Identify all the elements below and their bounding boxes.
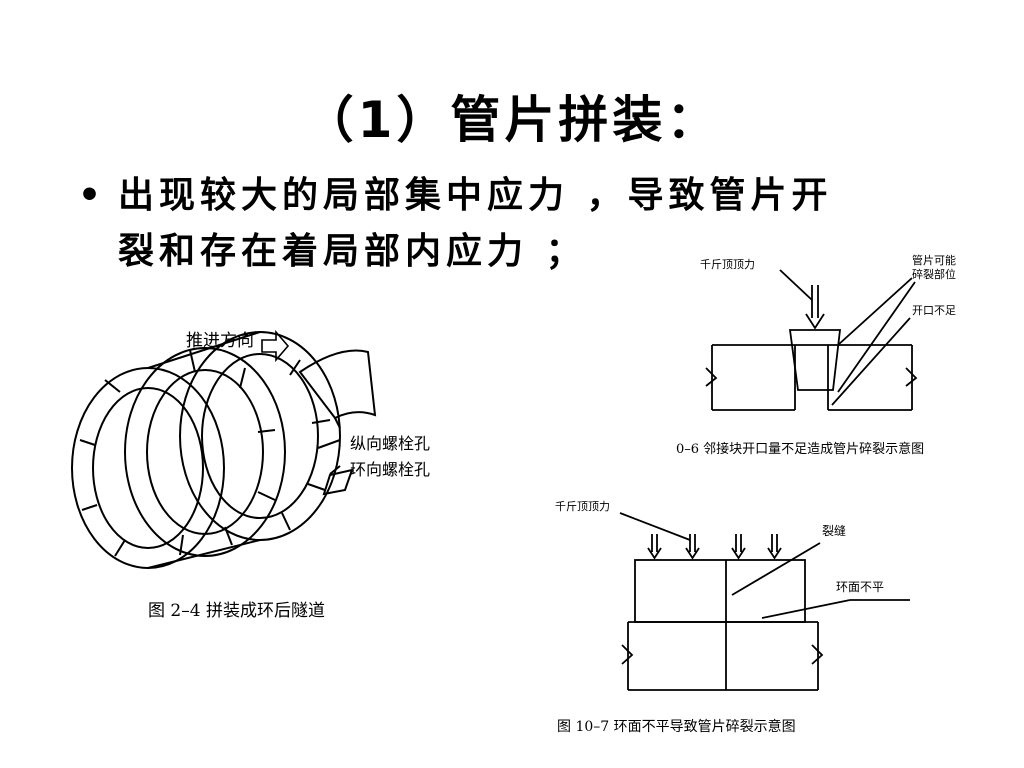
label-crack: 裂缝 [822,524,847,538]
uneven-face-drawing [619,512,910,691]
segment-gap-drawing [705,269,918,411]
label-longitudinal-bolt-hole: 纵向螺栓孔 [350,434,431,453]
direction-arrow-icon [261,329,290,363]
bullet-point: • 出现较大的局部集中应力 ，导致管片开 裂和存在着局部内应力 ； [78,168,918,280]
caption-tunnel-figure: 图 2–4 拼装成环后隧道 [148,601,325,621]
bullet-text-line-2: 裂和存在着局部内应力 ； [118,231,587,272]
bullet-text-line-1: 出现较大的局部集中应力 ，导致管片开 [118,175,833,216]
label-direction: 推进方向 [186,331,254,351]
label-possible-crack-2: 碎裂部位 [912,268,956,281]
tunnel-ring-drawing [71,331,377,569]
label-insufficient-opening: 开口不足 [912,304,956,317]
caption-gap-figure: 0–6 邻接块开口量不足造成管片碎裂示意图 [676,442,925,457]
label-jack-force-top: 千斤顶顶力 [700,258,755,271]
label-uneven-face: 环面不平 [836,580,885,594]
slide-title: （1）管片拼装： [303,91,721,149]
label-jack-force-bottom: 千斤顶顶力 [555,500,610,513]
label-possible-crack-1: 管片可能 [912,254,956,267]
label-ring-bolt-hole: 环向螺栓孔 [350,460,431,479]
caption-uneven-figure: 图 10–7 环面不平导致管片碎裂示意图 [557,719,796,735]
bullet-symbol: • [78,175,107,216]
